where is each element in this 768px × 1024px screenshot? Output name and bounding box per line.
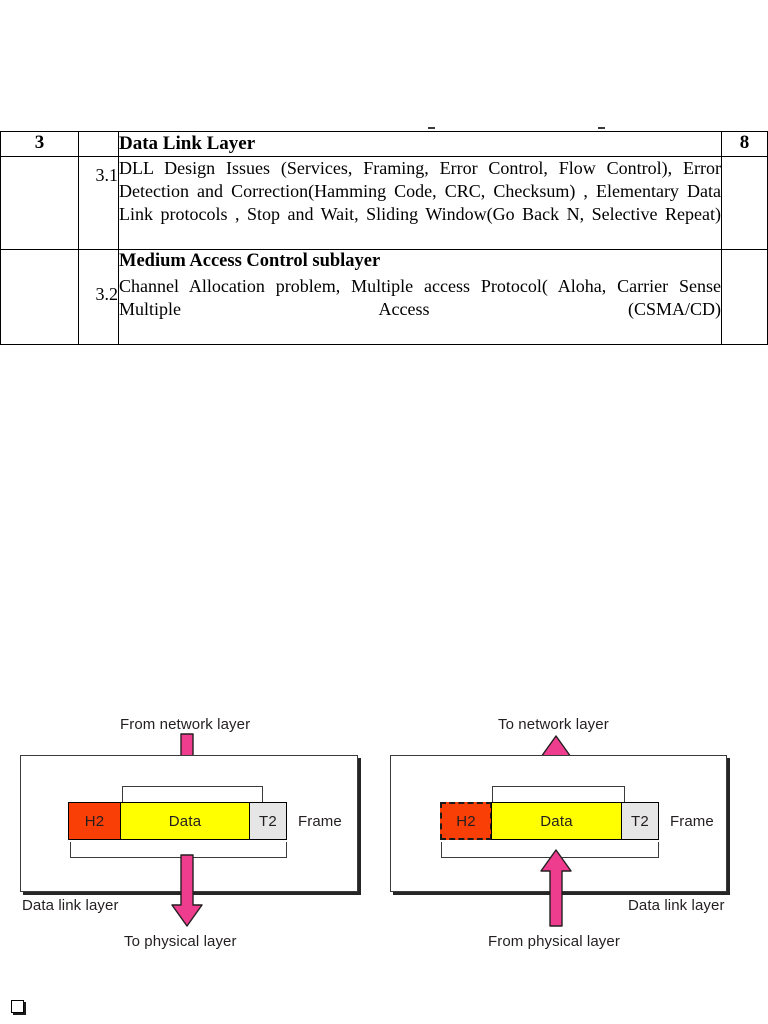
clipped-row-mark-1 <box>428 127 435 129</box>
to-network-layer-label: To network layer <box>498 716 609 733</box>
payload-bracket <box>492 786 625 802</box>
syllabus-table-container: 3 Data Link Layer 8 3.1 DLL Design Issue… <box>0 130 768 346</box>
unit-number: 3 <box>0 130 79 158</box>
unit-number <box>0 156 79 251</box>
to-physical-layer-label: To physical layer <box>124 933 237 950</box>
frame-block-header-label: H2 <box>456 812 476 830</box>
arrow-from-physical-layer-icon <box>540 849 572 927</box>
table-row: 3.1 DLL Design Issues (Services, Framing… <box>0 156 768 251</box>
checkbox-square-icon <box>11 1000 24 1013</box>
hours-value <box>721 249 768 346</box>
sub-number <box>78 130 119 158</box>
data-link-layer-caption: Data link layer <box>628 897 725 914</box>
arrow-to-physical-layer-icon <box>171 854 203 927</box>
hours-value: 8 <box>721 130 768 158</box>
frame-block-header: H2 <box>68 802 121 840</box>
unit-number <box>0 249 79 346</box>
frame-block-payload-label: Data <box>540 812 573 830</box>
from-physical-layer-label: From physical layer <box>488 933 620 950</box>
topic-body: DLL Design Issues (Services, Framing, Er… <box>119 158 721 225</box>
from-network-layer-label: From network layer <box>120 716 251 733</box>
sub-number: 3.2 <box>78 249 119 346</box>
table-row: 3 Data Link Layer 8 <box>0 130 768 158</box>
frame-block-trailer-label: T2 <box>259 812 277 830</box>
frame-label: Frame <box>670 813 714 830</box>
hours-value <box>721 156 768 251</box>
frame-block-trailer: T2 <box>621 802 659 840</box>
frame-bracket <box>70 842 287 858</box>
sub-number: 3.1 <box>78 156 119 251</box>
topic-heading: Data Link Layer <box>118 130 722 158</box>
topic-text: Medium Access Control sublayer Channel A… <box>118 249 722 346</box>
frame-block-header-label: H2 <box>84 812 105 830</box>
topic-text: DLL Design Issues (Services, Framing, Er… <box>118 156 722 251</box>
table-row: 3.2 Medium Access Control sublayer Chann… <box>0 249 768 346</box>
frame-block-payload: Data <box>120 802 250 840</box>
frame-block-payload: Data <box>491 802 622 840</box>
figure-deframing-at-receiver: To network layer H2 Data T2 Frame Data l… <box>385 700 768 970</box>
frame-block-trailer-label: T2 <box>631 812 649 830</box>
figure-framing-at-sender: From network layer H2 Data T2 Frame Data… <box>0 700 380 970</box>
data-link-layer-caption: Data link layer <box>22 897 119 914</box>
frame-block-trailer: T2 <box>249 802 287 840</box>
frame-label: Frame <box>298 813 342 830</box>
clipped-row-mark-2 <box>598 127 605 129</box>
payload-bracket <box>122 786 263 802</box>
topic-title: Medium Access Control sublayer <box>119 251 381 272</box>
frame-block-payload-label: Data <box>168 812 202 830</box>
syllabus-table: 3 Data Link Layer 8 3.1 DLL Design Issue… <box>0 130 768 346</box>
frame-block-header: H2 <box>440 802 492 840</box>
topic-body: Channel Allocation problem, Multiple acc… <box>119 276 721 320</box>
